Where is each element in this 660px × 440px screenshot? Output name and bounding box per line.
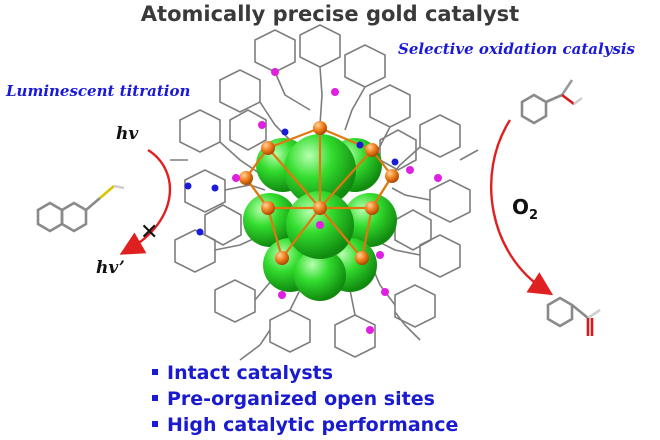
luminescent-arrow [119, 148, 172, 255]
figure-title: Atomically precise gold catalyst [140, 2, 520, 26]
gold-atoms [239, 121, 399, 265]
oxidation-arrow [490, 119, 554, 296]
oxygen-reagent-label: O2 [512, 195, 539, 223]
ligand-shell [170, 24, 479, 361]
feature-item: Pre-organized open sites [152, 386, 458, 412]
bullet-square-icon [152, 394, 158, 401]
bullet-square-icon [152, 420, 158, 427]
feature-item: Intact catalysts [152, 360, 458, 386]
nitrogen-atoms [184, 128, 399, 236]
luminescent-titration-label: Luminescent titration [6, 82, 191, 100]
feature-item: High catalytic performance [152, 412, 458, 438]
phosphorus-atoms [232, 68, 442, 334]
naphthalenethiol-molecule [36, 184, 125, 233]
phenylethanol-molecule [520, 79, 583, 125]
hv-in-label: hv [116, 124, 139, 144]
blocked-cross-icon: ✕ [140, 220, 159, 245]
hv-out-label: hv’ [96, 258, 125, 278]
feature-list: Intact catalysts Pre-organized open site… [152, 360, 458, 438]
acetophenone-molecule [546, 296, 601, 336]
selective-oxidation-label: Selective oxidation catalysis [398, 40, 635, 58]
bullet-square-icon [152, 368, 158, 375]
